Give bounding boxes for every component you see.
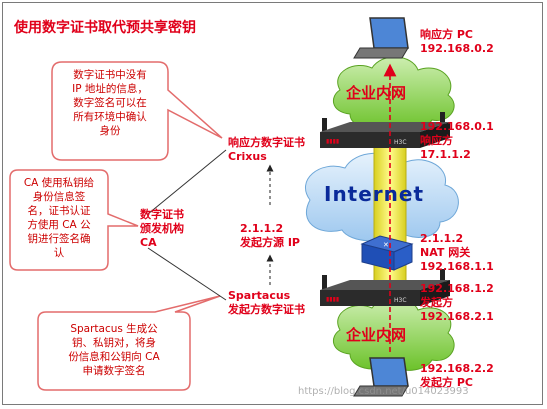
enterprise-cloud-top <box>332 56 455 131</box>
svg-text:✕: ✕ <box>383 241 389 249</box>
slide-title: 使用数字证书取代预共享密钥 <box>14 20 196 36</box>
laptop-top-icon <box>353 17 409 59</box>
internet-label: Internet <box>324 182 425 206</box>
watermark: https://blog.csdn.net/u014023993 <box>298 386 469 397</box>
router-top-icon: ▮▮▮▮ H3C <box>320 112 450 148</box>
callout-bottom-box <box>37 295 221 391</box>
nat-gateway-icon: ✕ <box>360 235 414 271</box>
laptop-bottom-icon <box>353 357 409 397</box>
enterprise-cloud-bottom <box>332 298 455 371</box>
router-bottom-icon: ▮▮▮▮ H3C <box>320 269 450 306</box>
svg-text:▮▮▮▮: ▮▮▮▮ <box>326 296 339 303</box>
callout-middle-box <box>9 169 139 271</box>
slide-frame <box>2 2 543 405</box>
svg-text:H3C: H3C <box>394 297 407 304</box>
router-top-brand: H3C <box>394 139 407 146</box>
enterprise-net-bottom-label: 企业内网 <box>346 326 407 344</box>
ca-line-to-initiator <box>147 247 227 301</box>
callout-top-box <box>51 61 223 161</box>
ca-line-to-responder <box>147 149 227 215</box>
svg-text:▮▮▮▮: ▮▮▮▮ <box>326 138 339 145</box>
enterprise-net-top-label: 企业内网 <box>346 84 407 102</box>
callout-middle-text: CA 使用私钥给身份信息签名，证书认证方使用 CA 公钥进行签名确认 <box>23 177 95 259</box>
